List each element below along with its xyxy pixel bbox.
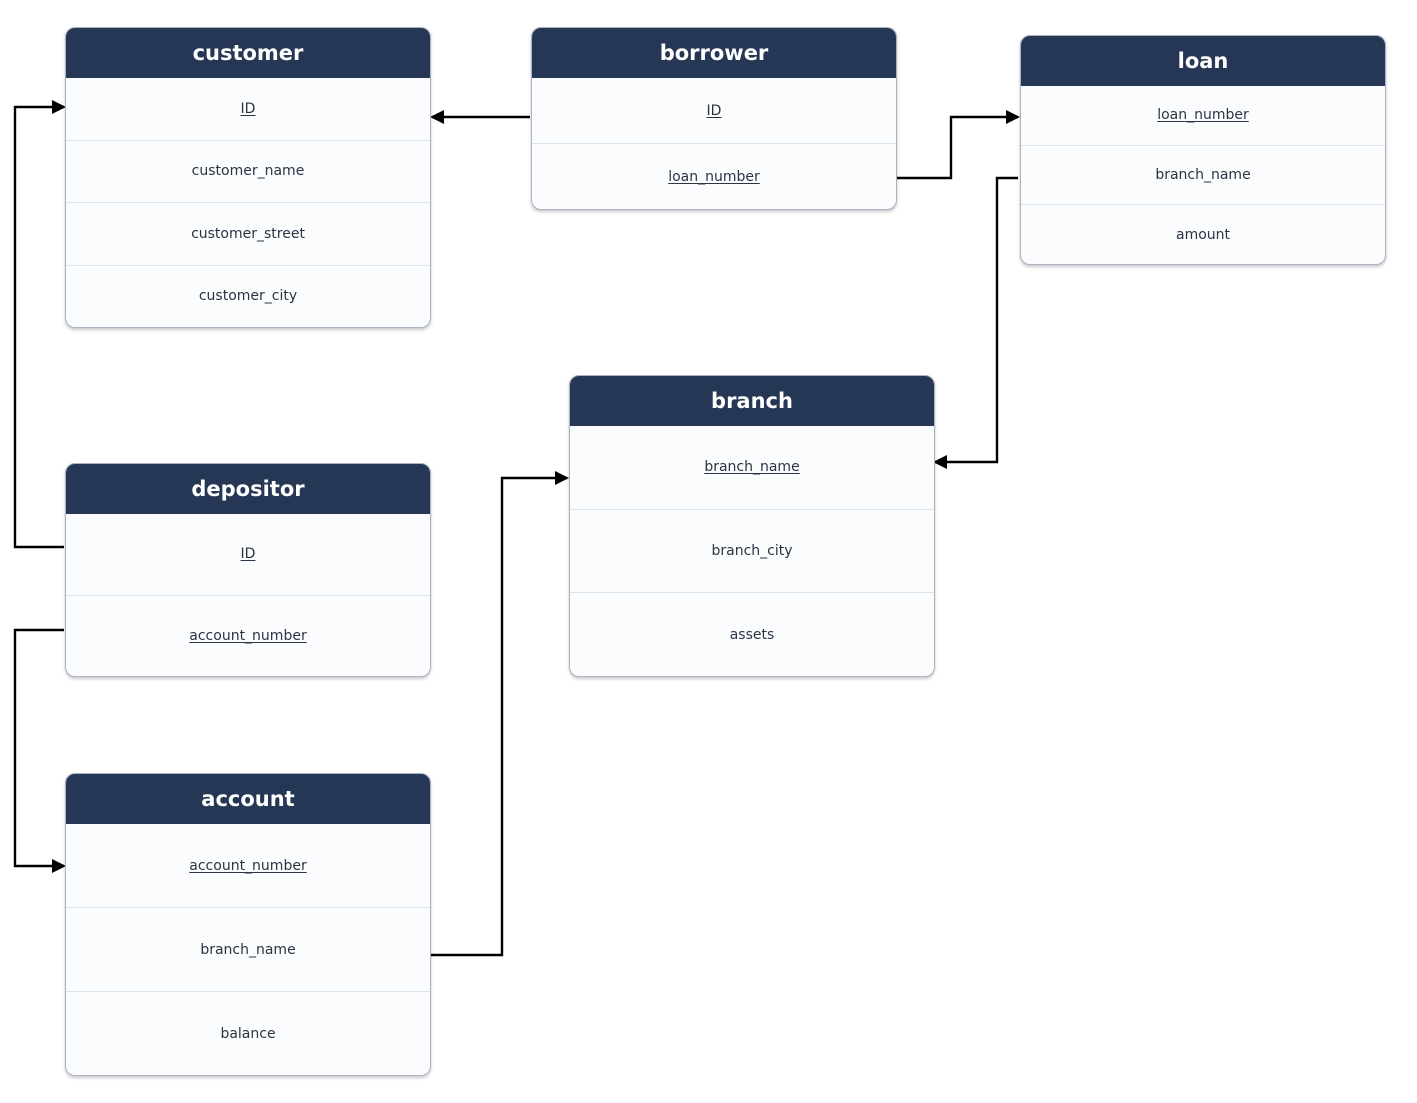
- field-label: branch_city: [711, 543, 793, 559]
- entity-depositor[interactable]: depositor ID account_number: [65, 463, 431, 677]
- field-label: balance: [220, 1025, 276, 1042]
- entity-loan[interactable]: loan loan_number branch_name amount: [1020, 35, 1386, 265]
- connector-loan-branch-name-to-branch-branch-name: [933, 176, 1018, 469]
- field-row[interactable]: loan_number: [1021, 86, 1385, 145]
- primary-key-field-label: ID: [240, 546, 256, 563]
- entity-title: depositor: [66, 464, 430, 514]
- field-label: amount: [1175, 226, 1231, 243]
- field-row[interactable]: loan_number: [532, 143, 896, 209]
- entity-borrower[interactable]: borrower ID loan_number: [531, 27, 897, 210]
- primary-key-field-label: loan_number: [1157, 107, 1249, 124]
- field-row[interactable]: branch_city: [570, 508, 934, 593]
- primary-key-field-label: ID: [240, 100, 256, 117]
- field-label: customer_street: [191, 225, 305, 242]
- primary-key-field-label: account_number: [189, 857, 307, 874]
- field-row[interactable]: branch_name: [570, 426, 934, 509]
- field-row[interactable]: amount: [1021, 204, 1385, 264]
- entity-branch[interactable]: branch branch_name branch_city assets: [569, 375, 935, 677]
- primary-key-field-label: loan_number: [668, 168, 760, 185]
- connector-depositor-id-to-customer-id: [13, 100, 66, 549]
- field-row[interactable]: customer_name: [66, 139, 430, 203]
- field-label: branch_name: [200, 941, 296, 958]
- field-row[interactable]: ID: [66, 78, 430, 140]
- field-row[interactable]: customer_street: [66, 202, 430, 265]
- field-row[interactable]: ID: [532, 78, 896, 143]
- field-row[interactable]: balance: [66, 991, 430, 1075]
- connector-borrower-loan-number-to-loan-loan-number: [897, 110, 1020, 180]
- entity-title: account: [66, 774, 430, 824]
- entity-title: customer: [66, 28, 430, 78]
- field-label: customer_city: [198, 288, 298, 305]
- field-row[interactable]: branch_name: [66, 907, 430, 991]
- entity-title: branch: [570, 376, 934, 426]
- field-label: assets: [729, 626, 775, 643]
- primary-key-field-label: ID: [706, 102, 722, 119]
- field-row[interactable]: ID: [66, 514, 430, 595]
- field-label: customer_name: [191, 163, 305, 180]
- field-row[interactable]: account_number: [66, 594, 430, 677]
- entity-title: borrower: [532, 28, 896, 78]
- entity-title: loan: [1021, 36, 1385, 86]
- connector-depositor-account-number-to-account-account-number: [13, 628, 66, 873]
- field-row[interactable]: branch_name: [1021, 144, 1385, 205]
- connector-account-branch-name-to-branch-branch-name: [431, 471, 569, 957]
- entity-account[interactable]: account account_number branch_name balan…: [65, 773, 431, 1076]
- primary-key-field-label: branch_name: [704, 459, 800, 476]
- field-row[interactable]: account_number: [66, 824, 430, 907]
- field-row[interactable]: assets: [570, 592, 934, 676]
- primary-key-field-label: account_number: [189, 627, 307, 644]
- field-label: branch_name: [1155, 167, 1251, 183]
- field-row[interactable]: customer_city: [66, 264, 430, 328]
- entity-customer[interactable]: customer ID customer_name customer_stree…: [65, 27, 431, 328]
